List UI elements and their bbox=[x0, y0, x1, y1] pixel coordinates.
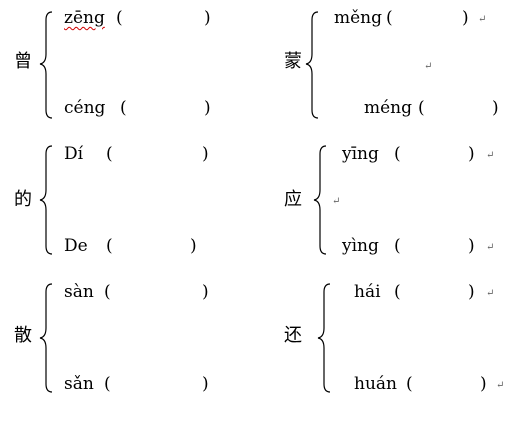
paragraph-return-mark: ↵ bbox=[478, 14, 487, 25]
answer-close-paren: ) bbox=[204, 8, 211, 28]
answer-open-paren: ( bbox=[120, 98, 127, 118]
hanzi-character: 曾 bbox=[14, 51, 32, 72]
answer-open-paren: ( bbox=[406, 374, 413, 394]
answer-open-paren: ( bbox=[394, 236, 401, 256]
answer-close-paren: ) bbox=[468, 236, 475, 256]
answer-open-paren: ( bbox=[418, 98, 425, 118]
pinyin-reading-bottom: huán bbox=[354, 374, 397, 394]
paragraph-return-mark: ↵ bbox=[486, 288, 495, 299]
answer-close-paren: ) bbox=[468, 144, 475, 164]
pinyin-reading-top: měng bbox=[334, 8, 383, 28]
pinyin-reading-bottom: De bbox=[64, 236, 88, 256]
answer-close-paren: ) bbox=[492, 98, 499, 118]
brace-icon bbox=[313, 145, 327, 255]
pinyin-reading-top: hái bbox=[354, 282, 381, 302]
answer-close-paren: ) bbox=[204, 98, 211, 118]
answer-close-paren: ) bbox=[480, 374, 487, 394]
answer-close-paren: ) bbox=[468, 282, 475, 302]
answer-close-paren: ) bbox=[190, 236, 197, 256]
paragraph-return-mark: ↵ bbox=[424, 61, 433, 72]
paragraph-return-mark: ↵ bbox=[496, 380, 505, 391]
answer-close-paren: ) bbox=[202, 374, 209, 394]
answer-open-paren: ( bbox=[386, 8, 393, 28]
pinyin-reading-top: sàn bbox=[64, 282, 94, 302]
pinyin-reading-top: zēng bbox=[64, 8, 105, 28]
answer-close-paren: ) bbox=[462, 8, 469, 28]
answer-open-paren: ( bbox=[106, 236, 113, 256]
hanzi-character: 应 bbox=[284, 189, 302, 210]
brace-icon bbox=[317, 283, 331, 393]
hanzi-character: 蒙 bbox=[284, 51, 302, 72]
pinyin-reading-bottom: yìng bbox=[342, 236, 379, 256]
answer-open-paren: ( bbox=[104, 374, 111, 394]
answer-close-paren: ) bbox=[202, 282, 209, 302]
paragraph-return-mark: ↵ bbox=[486, 150, 495, 161]
pinyin-reading-bottom: sǎn bbox=[64, 374, 94, 394]
pinyin-reading-top: Dí bbox=[64, 144, 84, 164]
answer-open-paren: ( bbox=[116, 8, 123, 28]
hanzi-character: 散 bbox=[14, 325, 32, 346]
hanzi-character: 还 bbox=[284, 325, 302, 346]
hanzi-character: 的 bbox=[14, 189, 32, 210]
brace-icon bbox=[39, 145, 53, 255]
pinyin-reading-bottom: céng bbox=[64, 98, 106, 118]
answer-close-paren: ) bbox=[202, 144, 209, 164]
answer-open-paren: ( bbox=[106, 144, 113, 164]
pinyin-reading-bottom: méng bbox=[364, 98, 413, 118]
answer-open-paren: ( bbox=[394, 144, 401, 164]
pinyin-reading-top: yīng bbox=[342, 144, 379, 164]
paragraph-return-mark: ↵ bbox=[486, 242, 495, 253]
paragraph-return-mark: ↵ bbox=[332, 196, 341, 207]
answer-open-paren: ( bbox=[104, 282, 111, 302]
brace-icon bbox=[39, 283, 53, 393]
brace-icon bbox=[39, 11, 53, 119]
answer-open-paren: ( bbox=[394, 282, 401, 302]
brace-icon bbox=[305, 11, 319, 119]
